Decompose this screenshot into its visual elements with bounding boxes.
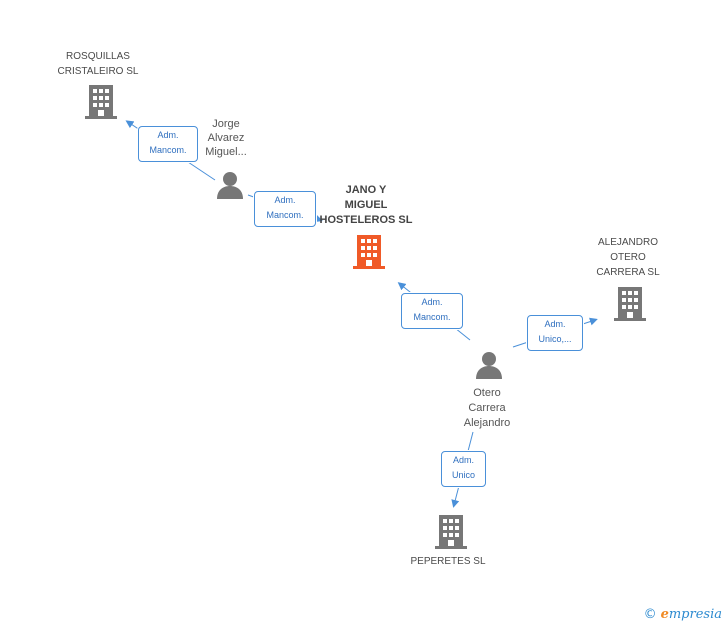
empresia-logo: ©empresia [644,607,722,622]
building-icon[interactable] [435,515,467,549]
role-badge[interactable]: Adm. Unico [441,451,486,487]
role-badge[interactable]: Adm. Mancom. [254,191,316,227]
node-label-line: Carrera [468,402,506,414]
role-badge-line: Mancom. [413,312,451,322]
role-badge-line: Adm. [452,455,474,465]
node-label-line: Miguel... [205,146,247,158]
node-label-line: CARRERA SL [596,267,660,278]
person-icon[interactable] [215,170,245,200]
node-label-line: ALEJANDRO [597,237,658,248]
copyright-icon: © [643,607,657,622]
node-label-peperetes[interactable]: PEPERETES SL [398,554,498,569]
node-label-line: PEPERETES SL [410,556,486,567]
role-badge-line: Adm. [544,319,566,329]
role-badge[interactable]: Adm. Mancom. [401,293,463,329]
node-label-line: CRISTALEIRO SL [57,66,139,77]
brand-initial: e [660,607,669,622]
role-badge-line: Adm. [274,195,296,205]
building-icon[interactable] [85,85,117,119]
node-label-line: Otero [473,387,501,399]
node-label-otero[interactable]: Otero Carrera Alejandro [447,386,527,431]
node-label-line: OTERO [610,252,646,263]
role-badge-line: Mancom. [266,210,304,220]
node-label-line: Alvarez [207,132,245,144]
brand-name: mpresia [668,607,722,622]
node-label-rosquillas[interactable]: ROSQUILLAS CRISTALEIRO SL [38,49,158,79]
node-label-line: ROSQUILLAS [66,51,130,62]
role-badge[interactable]: Adm. Unico,... [527,315,583,351]
building-icon[interactable] [353,235,385,269]
node-label-line: Jorge [212,118,240,130]
node-label-main[interactable]: JANO Y MIGUEL HOSTELEROS SL [306,183,426,228]
role-badge[interactable]: Adm. Mancom. [138,126,198,162]
node-label-alejandro-company[interactable]: ALEJANDRO OTERO CARRERA SL [578,235,678,280]
building-icon[interactable] [614,287,646,321]
node-label-line: MIGUEL [344,199,388,211]
role-badge-line: Unico [451,470,475,480]
role-badge-line: Adm. [421,297,443,307]
person-icon[interactable] [474,350,504,380]
role-badge-line: Unico,... [538,334,572,344]
node-label-jorge[interactable]: Jorge Alvarez Miguel... [186,117,266,159]
role-badge-line: Adm. [157,130,179,140]
node-label-line: Alejandro [463,417,511,429]
node-label-line: JANO Y [345,184,387,196]
node-label-line: HOSTELEROS SL [319,214,413,226]
role-badge-line: Mancom. [149,145,187,155]
